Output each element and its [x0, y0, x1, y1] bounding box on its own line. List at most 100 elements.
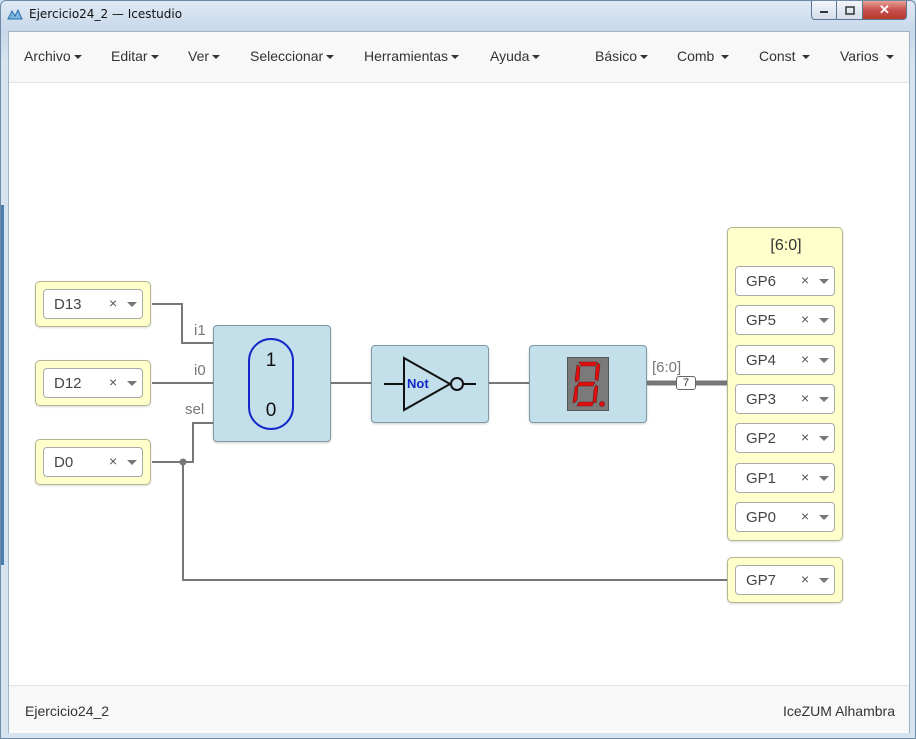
clear-icon[interactable]: × — [801, 429, 810, 445]
mux-input-0: 0 — [265, 400, 277, 421]
dropdown-arrow-icon[interactable] — [819, 436, 829, 441]
output-bus-title: [6:0] — [770, 237, 802, 254]
clear-icon[interactable]: × — [801, 272, 810, 288]
menu-label: Const — [759, 48, 796, 64]
menu-label: Ayuda — [490, 48, 530, 64]
input-pin-d13[interactable]: D13 × — [35, 281, 151, 327]
output-pin-gp0[interactable]: GP0 × — [735, 502, 835, 532]
bus-label: [6:0] — [652, 359, 682, 376]
not-gate-block[interactable]: Not — [371, 345, 489, 423]
pin-select[interactable]: GP7 × — [735, 565, 835, 595]
clear-icon[interactable]: × — [109, 295, 118, 311]
clear-icon[interactable]: × — [801, 469, 810, 485]
pin-label: GP0 — [746, 509, 777, 526]
menu-label: Básico — [595, 48, 638, 64]
clear-icon[interactable]: × — [801, 571, 810, 587]
menu-label: Varios — [840, 48, 879, 64]
dropdown-arrow-icon[interactable] — [819, 279, 829, 284]
pin-label: D12 — [54, 375, 82, 392]
dropdown-arrow-icon[interactable] — [127, 302, 137, 307]
pin-select[interactable]: D0 × — [43, 447, 143, 477]
pin-label: GP3 — [746, 391, 777, 408]
port-label-i1: i1 — [194, 322, 206, 339]
mux-block[interactable]: 1 0 — [213, 325, 331, 442]
clear-icon[interactable]: × — [109, 453, 118, 469]
title-bar: Ejercicio24_2 — Icestudio ✕ — [1, 1, 915, 29]
maximize-button[interactable] — [837, 1, 863, 20]
caret-down-icon — [532, 55, 541, 60]
pin-select[interactable]: D13 × — [43, 289, 143, 319]
output-pin-gp5[interactable]: GP5 × — [735, 305, 835, 335]
menu-ver[interactable]: Ver — [188, 48, 221, 64]
input-pin-d12[interactable]: D12 × — [35, 360, 151, 406]
mux-symbol-icon: 1 0 — [248, 338, 294, 430]
menu-comb[interactable]: Comb — [677, 48, 730, 64]
menu-basico[interactable]: Básico — [595, 48, 649, 64]
dropdown-arrow-icon[interactable] — [819, 397, 829, 402]
dropdown-arrow-icon[interactable] — [819, 515, 829, 520]
wire-d13-i1[interactable] — [152, 303, 213, 344]
pin-select[interactable]: D12 × — [43, 368, 143, 398]
output-pin-gp2[interactable]: GP2 × — [735, 423, 835, 453]
window-title: Ejercicio24_2 — Icestudio — [29, 7, 183, 21]
caret-down-icon — [150, 55, 159, 60]
board-name[interactable]: IceZUM Alhambra — [782, 703, 895, 719]
input-pin-d0[interactable]: D0 × — [35, 439, 151, 485]
pin-label: GP6 — [746, 273, 777, 290]
caret-down-icon — [640, 55, 649, 60]
menu-label: Seleccionar — [250, 48, 324, 64]
menu-editar[interactable]: Editar — [111, 48, 159, 64]
clear-icon[interactable]: × — [801, 311, 810, 327]
output-pin-gp4[interactable]: GP4 × — [735, 345, 835, 375]
dropdown-arrow-icon[interactable] — [819, 476, 829, 481]
caret-down-icon — [885, 55, 894, 60]
menu-varios[interactable]: Varios — [840, 48, 894, 64]
bus-width-badge: 7 — [676, 376, 696, 390]
desktop-edge — [1, 205, 4, 565]
clear-icon[interactable]: × — [109, 374, 118, 390]
project-name: Ejercicio24_2 — [25, 703, 110, 719]
menu-const[interactable]: Const — [759, 48, 811, 64]
output-bus-block[interactable]: [6:0] GP6 × GP5 × GP4 × GP3 — [727, 227, 843, 541]
menu-archivo[interactable]: Archivo — [24, 48, 82, 64]
not-gate-label: Not — [407, 376, 429, 391]
port-label-i0: i0 — [194, 362, 206, 379]
window-controls: ✕ — [811, 1, 907, 21]
port-label-sel: sel — [185, 401, 205, 418]
pin-label: GP1 — [746, 470, 777, 487]
menu-herramientas[interactable]: Herramientas — [364, 48, 460, 64]
clear-icon[interactable]: × — [801, 390, 810, 406]
clear-icon[interactable]: × — [801, 351, 810, 367]
output-pin-gp6[interactable]: GP6 × — [735, 266, 835, 296]
clear-icon[interactable]: × — [801, 508, 810, 524]
design-canvas[interactable]: i1 i0 sel [6:0] 7 D13 × D12 × — [9, 83, 909, 684]
menu-ayuda[interactable]: Ayuda — [490, 48, 541, 64]
caret-down-icon — [451, 55, 460, 60]
dropdown-arrow-icon[interactable] — [127, 460, 137, 465]
menu-label: Editar — [111, 48, 148, 64]
dropdown-arrow-icon[interactable] — [819, 358, 829, 363]
mux-input-1: 1 — [265, 350, 277, 371]
wire-d0-sel[interactable] — [152, 422, 213, 463]
maximize-icon — [844, 5, 855, 15]
dropdown-arrow-icon[interactable] — [127, 381, 137, 386]
dropdown-arrow-icon[interactable] — [819, 318, 829, 323]
menu-bar: Archivo Editar Ver Seleccionar Herramien… — [9, 32, 909, 83]
close-button[interactable]: ✕ — [863, 1, 907, 20]
wire-d0-gp7[interactable] — [182, 462, 727, 581]
output-pin-gp7[interactable]: GP7 × — [727, 557, 843, 603]
output-pin-gp3[interactable]: GP3 × — [735, 384, 835, 414]
seven-segment-block[interactable] — [529, 345, 647, 423]
pin-label: GP7 — [746, 572, 777, 589]
caret-down-icon — [326, 55, 335, 60]
seven-segment-icon — [567, 357, 609, 411]
dropdown-arrow-icon[interactable] — [819, 578, 829, 583]
menu-seleccionar[interactable]: Seleccionar — [250, 48, 335, 64]
not-gate-icon — [384, 356, 476, 412]
pin-label: D0 — [54, 454, 74, 471]
output-pin-gp1[interactable]: GP1 × — [735, 463, 835, 493]
minimize-icon — [820, 11, 828, 13]
pin-label: GP5 — [746, 312, 777, 329]
minimize-button[interactable] — [811, 1, 837, 20]
menu-label: Archivo — [24, 48, 71, 64]
